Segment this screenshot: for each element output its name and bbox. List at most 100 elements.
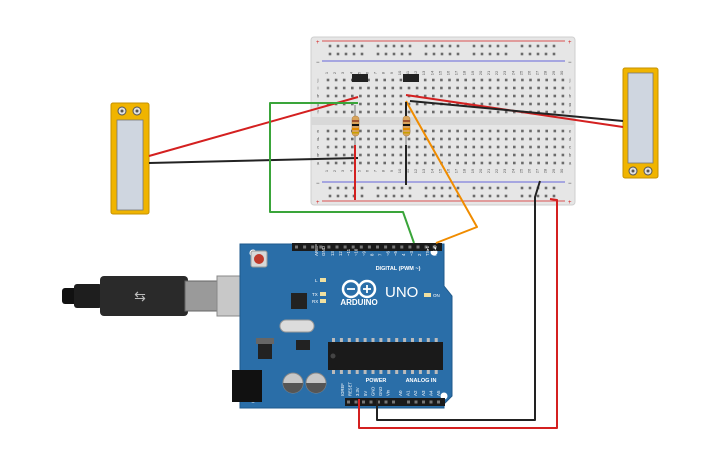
breadboard-hole <box>553 110 557 114</box>
wire-black-right-sensor[interactable] <box>409 100 624 122</box>
breadboard-hole <box>480 52 484 56</box>
tx-led-label: TX <box>312 292 318 297</box>
resistor-right[interactable] <box>402 105 411 145</box>
breadboard-hole <box>326 145 330 149</box>
breadboard-hole <box>472 161 476 165</box>
breadboard-hole <box>423 161 427 165</box>
capacitor-mark <box>306 383 326 393</box>
breadboard-hole <box>537 110 540 114</box>
chip-pin <box>395 338 399 342</box>
breadboard-hole <box>528 44 532 48</box>
breadboard-hole <box>391 145 395 149</box>
breadboard-hole <box>383 94 386 98</box>
wires[interactable] <box>148 94 624 429</box>
usb-cable[interactable]: ⇆ <box>62 275 266 317</box>
breadboard-hole <box>408 52 412 56</box>
digital-pin-label: ~5 <box>393 250 398 256</box>
connector-header-left[interactable] <box>352 74 368 82</box>
force-sensor-right[interactable] <box>622 67 659 179</box>
header-pin <box>343 245 347 249</box>
breadboard-hole <box>529 145 532 149</box>
breadboard-hole <box>342 137 346 141</box>
breadboard-hole <box>392 44 396 48</box>
breadboard-hole <box>432 78 435 82</box>
chip-pin <box>347 338 351 342</box>
wire-green-signal[interactable] <box>269 102 415 244</box>
column-number: 29 <box>551 168 556 173</box>
column-number: 1 <box>324 169 329 172</box>
breadboard-hole <box>472 94 476 98</box>
force-sensor-left[interactable] <box>110 102 150 215</box>
digital-pin-label: 13 <box>330 251 335 256</box>
breadboard-hole <box>424 44 428 48</box>
breadboard-hole <box>375 102 378 106</box>
breadboard-hole <box>424 186 428 190</box>
breadboard-hole <box>537 94 540 98</box>
breadboard-hole <box>448 137 451 141</box>
column-number: 26 <box>527 168 532 173</box>
breadboard-hole <box>400 52 404 56</box>
breadboard-hole <box>448 110 451 114</box>
header-pin <box>362 400 365 404</box>
breadboard-hole <box>408 194 412 198</box>
row-letter: i <box>318 86 319 91</box>
breadboard-hole <box>383 129 386 133</box>
wire-black-ground[interactable] <box>376 180 541 421</box>
resistor-left[interactable] <box>351 105 360 145</box>
column-number: 5 <box>356 71 361 74</box>
column-number: 27 <box>535 70 540 75</box>
breadboard-hole <box>529 102 532 106</box>
wire-black-left-sensor[interactable] <box>148 157 359 164</box>
breadboard-hole <box>545 129 548 133</box>
connector-header-right[interactable] <box>403 74 419 82</box>
breadboard-hole <box>480 137 484 141</box>
column-number: 10 <box>397 70 402 75</box>
breadboard-hole <box>407 137 411 141</box>
chip-pin <box>418 370 422 374</box>
breadboard-hole <box>351 110 354 114</box>
breadboard-hole <box>464 137 467 141</box>
wire-red-left-sensor[interactable] <box>148 96 359 157</box>
wire-orange-signal[interactable] <box>405 100 478 244</box>
breadboard-hole <box>432 153 435 157</box>
breadboard-hole <box>480 129 484 133</box>
column-number: 7 <box>373 169 378 172</box>
breadboard-hole <box>480 94 484 98</box>
header-pin <box>432 245 436 249</box>
usb-icon: ⇆ <box>134 288 146 304</box>
header-pin <box>319 245 323 249</box>
power-barrel-jack[interactable] <box>232 370 262 402</box>
digital-header[interactable] <box>292 243 442 251</box>
breadboard-hole <box>448 94 451 98</box>
chip-pin <box>339 370 343 374</box>
column-number: 15 <box>437 70 442 75</box>
analog-pin-label: A1 <box>406 390 411 396</box>
breadboard-hole <box>464 161 467 165</box>
breadboard-hole <box>399 102 403 106</box>
breadboard-hole <box>400 186 404 190</box>
breadboard-hole <box>480 186 484 190</box>
column-number: 13 <box>421 168 426 173</box>
column-number: 28 <box>543 168 548 173</box>
breadboard-hole <box>520 52 524 56</box>
breadboard-hole <box>496 94 500 98</box>
analog-pin-label: A2 <box>413 390 418 396</box>
breadboard-hole <box>488 153 492 157</box>
breadboard-hole <box>432 110 435 114</box>
analog-label: ANALOG IN <box>406 378 437 384</box>
chip-pin <box>411 338 414 342</box>
reset-button-cap[interactable] <box>254 254 264 264</box>
column-number: 2 <box>332 71 337 74</box>
breadboard-hole <box>521 161 524 165</box>
breadboard-hole <box>407 86 411 90</box>
breadboard-hole <box>334 145 338 149</box>
breadboard-hole <box>440 186 444 190</box>
wire-red-5v[interactable] <box>358 198 558 429</box>
breadboard-hole <box>383 86 386 90</box>
rail-minus-symbol: − <box>568 60 572 66</box>
header-pin <box>327 245 331 249</box>
row-letter: i <box>570 86 571 91</box>
